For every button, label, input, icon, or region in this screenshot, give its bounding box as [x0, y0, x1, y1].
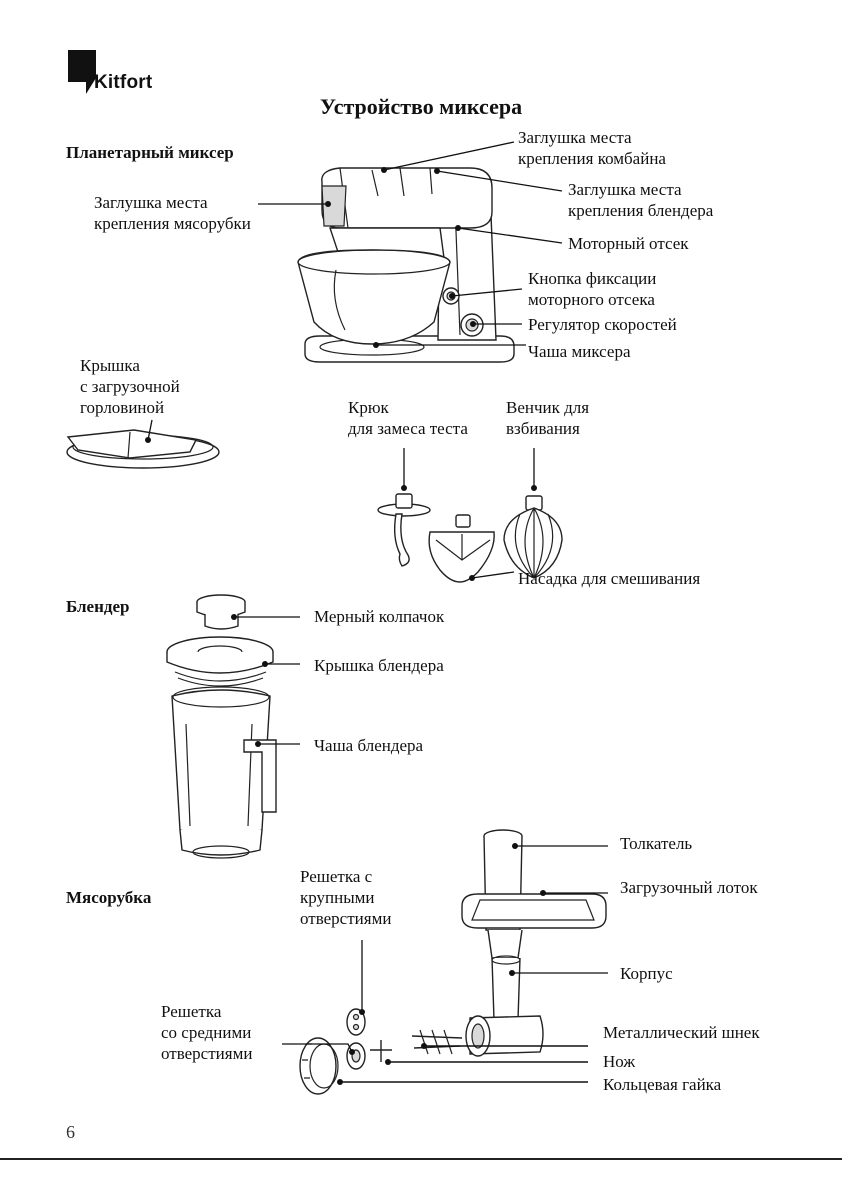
stand-mixer-drawing: [297, 167, 515, 363]
page-number: 6: [66, 1122, 75, 1142]
label-pusher: Толкатель: [620, 834, 693, 853]
label-lock-button: Кнопка фиксации моторного отсека: [528, 269, 657, 309]
footer-rule: [0, 1158, 842, 1160]
section-planetary-mixer: Планетарный миксер: [66, 143, 234, 162]
label-motor-compartment: Моторный отсек: [568, 234, 689, 253]
label-coarse-grid: Решетка с крупными отверстиями: [300, 867, 392, 928]
mixer-lid-drawing: [66, 429, 220, 469]
label-combine-cap: Заглушка места крепления комбайна: [518, 128, 666, 168]
meat-grinder-drawing: [299, 829, 607, 1095]
label-grinder-body: Корпус: [620, 964, 673, 983]
brand-name: Kitfort: [94, 72, 153, 93]
label-blender-jar: Чаша блендера: [314, 736, 424, 755]
label-flat-beater: Насадка для смешивания: [518, 569, 701, 588]
whisk-drawing: [503, 495, 563, 579]
label-ring-nut: Кольцевая гайка: [603, 1075, 722, 1094]
leader-lines: [145, 141, 608, 1085]
label-blender-cap: Заглушка места крепления блендера: [568, 180, 714, 220]
page-title: Устройство миксера: [319, 94, 523, 119]
label-auger: Металлический шнек: [603, 1023, 760, 1042]
label-measuring-cap: Мерный колпачок: [314, 607, 445, 626]
blender-drawing: [166, 594, 277, 859]
label-knife: Нож: [603, 1052, 636, 1071]
label-whisk: Венчик для взбивания: [506, 398, 590, 438]
label-lid: Крышка с загрузочной горловиной: [80, 356, 180, 417]
section-blender: Блендер: [66, 597, 130, 616]
dough-hook-drawing: [377, 493, 431, 567]
label-mixer-bowl: Чаша миксера: [528, 342, 631, 361]
section-meat-grinder: Мясорубка: [66, 888, 152, 907]
label-medium-grid: Решетка со средними отверстиями: [161, 1002, 253, 1063]
kitfort-logo-icon: [68, 50, 96, 94]
label-grinder-cap: Заглушка места крепления мясорубки: [94, 193, 251, 233]
label-dough-hook: Крюк для замеса теста: [348, 398, 468, 438]
label-speed-regulator: Регулятор скоростей: [528, 315, 677, 334]
flat-beater-drawing: [428, 514, 495, 583]
label-blender-lid: Крышка блендера: [314, 656, 444, 675]
label-feed-tray: Загрузочный лоток: [620, 878, 758, 897]
